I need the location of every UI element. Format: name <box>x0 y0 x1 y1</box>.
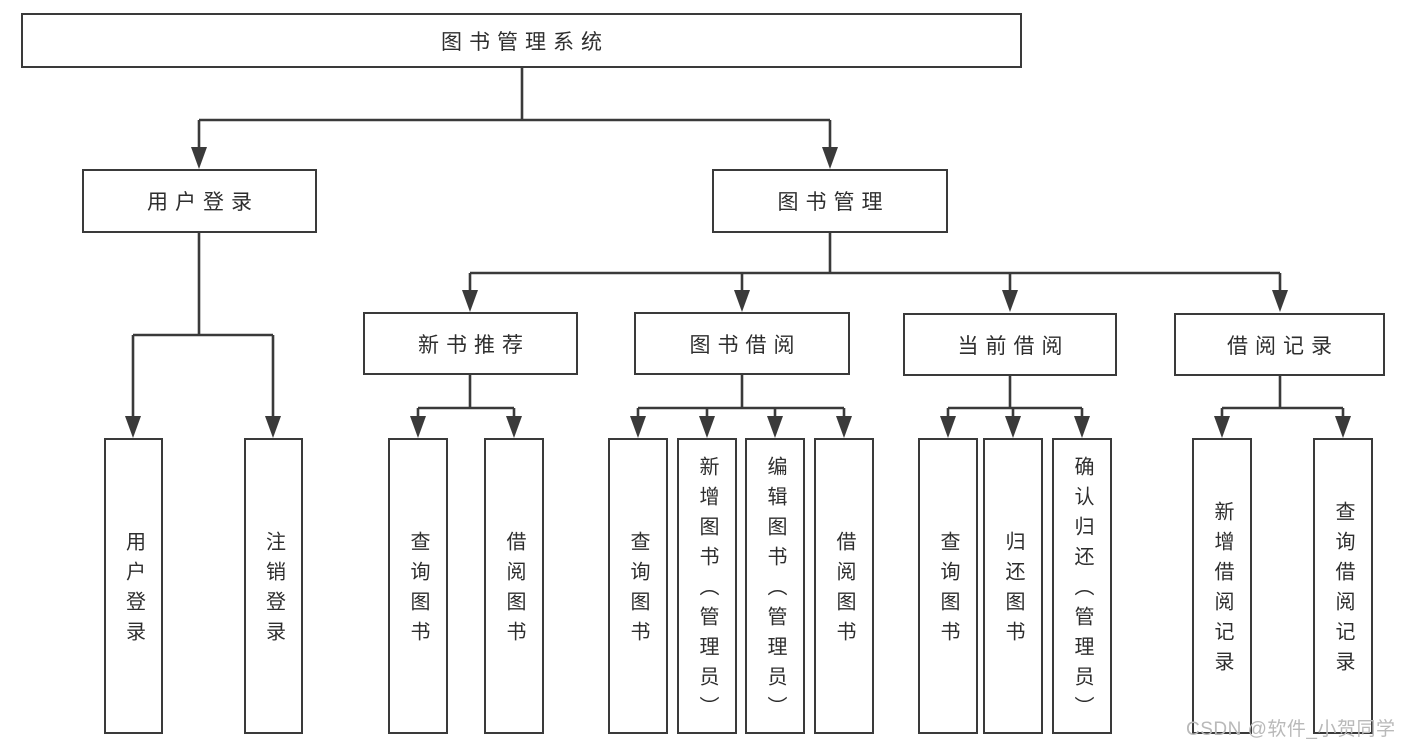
leaf-user-login: 用户登录 <box>104 438 163 734</box>
node-book-borrow: 图书借阅 <box>634 312 850 375</box>
node-book-management: 图书管理 <box>712 169 948 233</box>
leaf-add-borrow-record: 新增借阅记录 <box>1192 438 1252 734</box>
node-current-borrow: 当前借阅 <box>903 313 1117 376</box>
leaf-return-book: 归还图书 <box>983 438 1043 734</box>
leaf-borrow-books: 借阅图书 <box>814 438 874 734</box>
leaf-query-books-recommend: 查询图书 <box>388 438 448 734</box>
leaf-add-book-admin: 新增图书（管理员） <box>677 438 737 734</box>
csdn-watermark: CSDN @软件_小贺同学 <box>1186 719 1396 740</box>
leaf-borrow-books-recommend: 借阅图书 <box>484 438 544 734</box>
leaf-query-borrow-record: 查询借阅记录 <box>1313 438 1373 734</box>
leaf-query-books-borrow: 查询图书 <box>608 438 668 734</box>
node-user-login: 用户登录 <box>82 169 317 233</box>
leaf-edit-book-admin: 编辑图书（管理员） <box>745 438 805 734</box>
leaf-query-books-current: 查询图书 <box>918 438 978 734</box>
node-new-book-recommend: 新书推荐 <box>363 312 578 375</box>
leaf-logout: 注销登录 <box>244 438 303 734</box>
leaf-confirm-return-admin: 确认归还（管理员） <box>1052 438 1112 734</box>
node-borrow-records: 借阅记录 <box>1174 313 1385 376</box>
node-root: 图书管理系统 <box>21 13 1022 68</box>
